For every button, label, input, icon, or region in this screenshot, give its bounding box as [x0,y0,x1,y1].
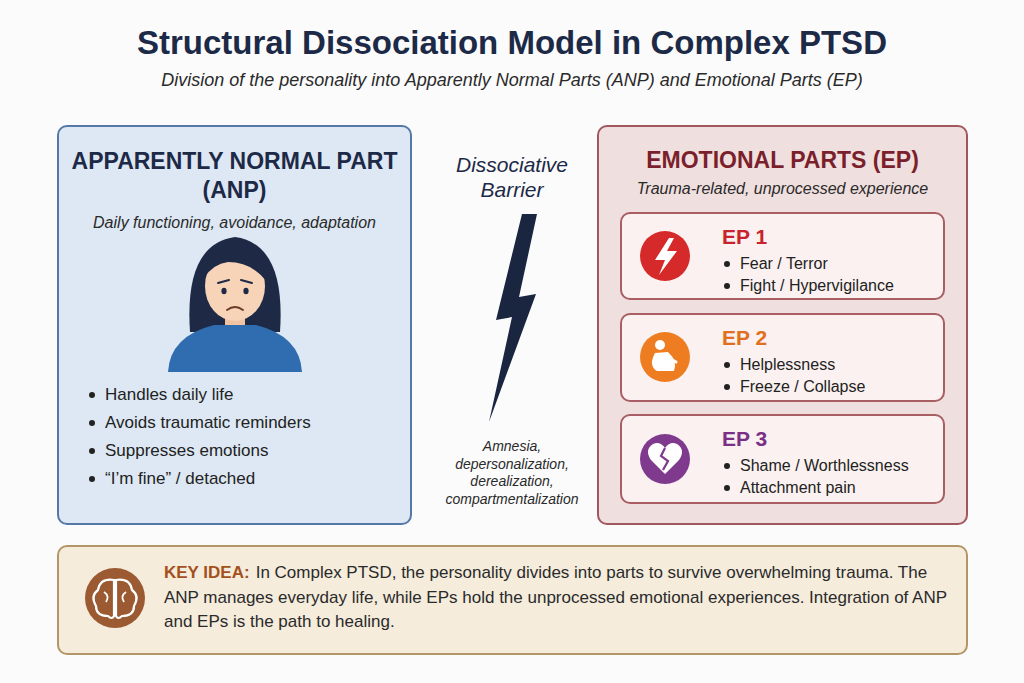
person-illustration [168,237,302,372]
part-heading: EP 2 [722,325,937,350]
brain-icon-part [93,580,114,618]
box-heading: APPARENTLY NORMAL PART (ANP) [71,147,398,205]
person-illustration-part [241,280,252,283]
bullet-item: Suppresses emotions [87,441,387,461]
bullet-item: Freeze / Collapse [722,377,937,396]
diagram-title: Structural Dissociation Model in Complex… [0,24,1024,62]
broken-heart-icon-part [648,443,682,474]
bullet-item: Handles daily life [87,385,387,405]
helplessness-icon-part [640,332,690,382]
bullet-item: Fear / Terror [722,254,937,273]
fear-icon-part [640,231,690,281]
emotional-part-box: EP 1 Fear / TerrorFight / Hypervigilance [620,212,945,300]
anp-box: APPARENTLY NORMAL PART (ANP) Daily functi… [57,125,412,525]
helplessness-icon-part [652,352,675,371]
key-idea-text: In Complex PTSD, the personality divides… [164,563,947,631]
barrier-note: Amnesia, depersonalization, derealizatio… [430,438,594,508]
helplessness-icon-part [655,340,665,350]
box-subheading: Trauma-related, unprocessed experience [599,179,966,198]
key-idea-lead: KEY IDEA: [164,563,250,582]
subtitle: Division of the personality into Apparen… [0,70,1024,91]
key-idea-box: KEY IDEA:In Complex PTSD, the personalit… [57,545,968,655]
person-illustration-part [225,312,245,330]
person-illustration-part [227,307,243,310]
person-illustration-part [189,237,280,332]
bullet-item: Fight / Hypervigilance [722,276,937,295]
part-heading: EP 1 [722,224,937,249]
person-illustration-part [221,288,226,294]
key-idea-paragraph: KEY IDEA:In Complex PTSD, the personalit… [164,561,954,635]
broken-heart-icon [640,434,690,484]
bullet-item: Shame / Worthlessness [722,456,937,475]
helplessness-icon [640,332,690,382]
person-illustration-part [168,325,302,372]
fear-icon [640,231,690,281]
barrier-label: Dissociative Barrier [447,152,577,202]
part-heading: EP 3 [722,426,937,451]
helplessness-icon-part [667,357,676,362]
barrier-lightning-part [489,214,537,422]
box-heading: EMOTIONAL PARTS (EP) [599,147,966,175]
broken-heart-icon-part [640,434,690,484]
brain-icon-part [116,580,137,618]
person-illustration-part [218,280,229,283]
emotional-part-box: EP 2 HelplessnessFreeze / Collapse [620,313,945,402]
person-illustration-part [205,251,265,321]
person-illustration-part [243,288,248,294]
emotional-part-box: EP 3 Shame / WorthlessnessAttachment pain [620,414,945,504]
bullet-item: Helplessness [722,355,937,374]
bullet-item: “I’m fine” / detached [87,469,387,489]
bullet-item: Attachment pain [722,478,937,497]
bullet-item: Avoids traumatic reminders [87,413,387,433]
brain-icon-part [85,568,145,628]
broken-heart-icon-part [661,448,668,470]
box-subheading: Daily functioning, avoidance, adaptation [67,213,402,232]
fear-icon-part [655,238,677,275]
barrier-lightning [489,214,537,422]
brain-icon [85,568,145,628]
person-illustration-part [204,249,267,282]
ep-box: EP 1Fear / TerrorFight / HypervigilanceE… [597,125,968,525]
brain-icon-part [104,592,126,602]
